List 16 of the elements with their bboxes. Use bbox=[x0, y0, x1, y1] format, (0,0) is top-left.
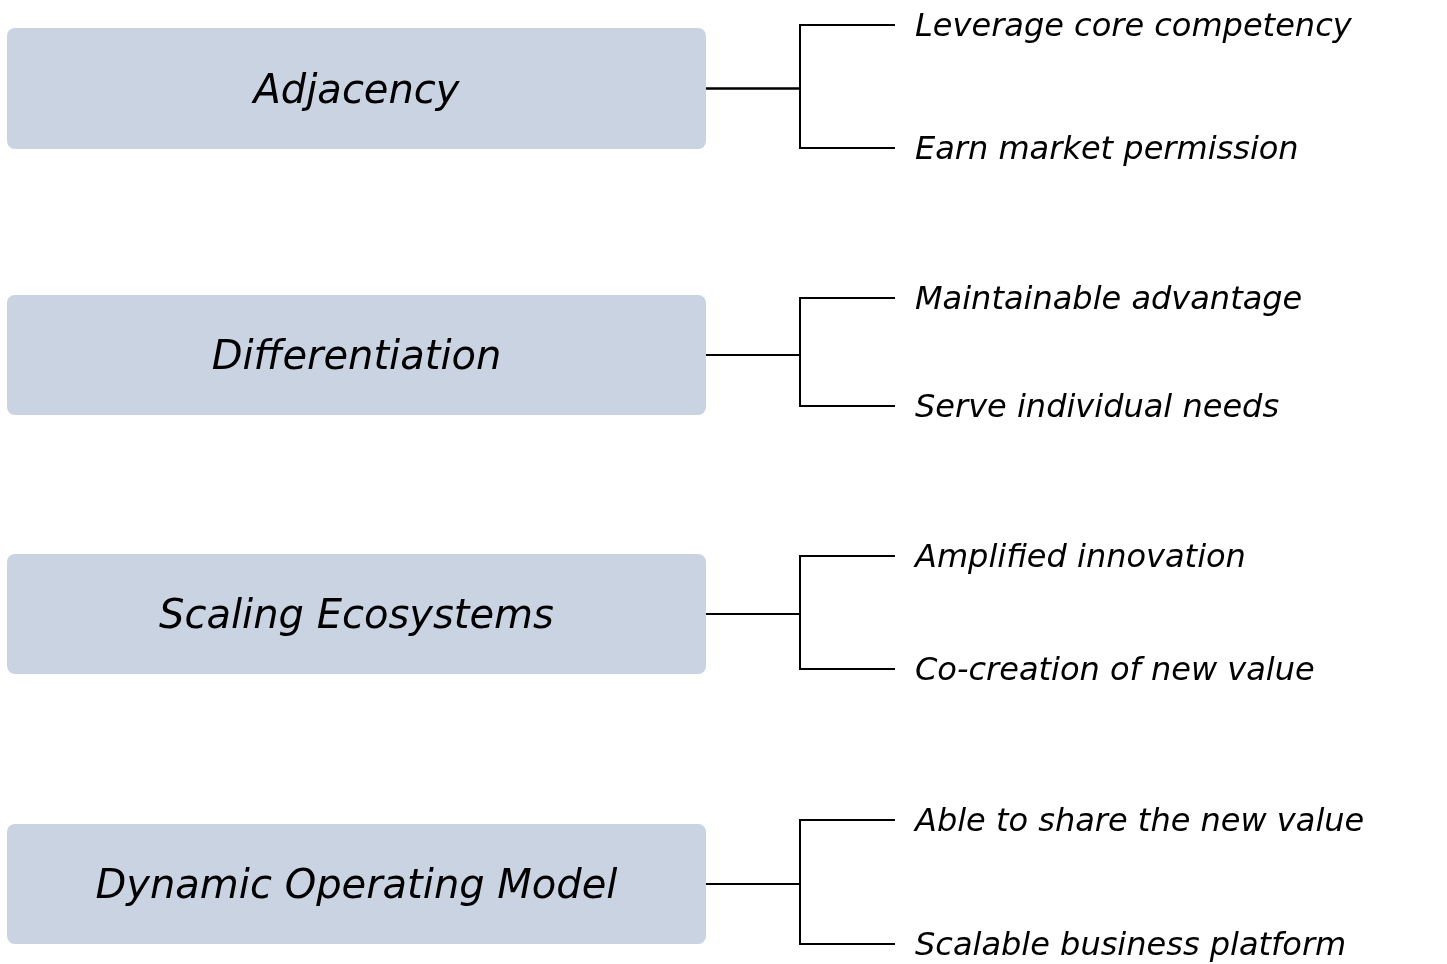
item-text: Scalable business platform bbox=[895, 924, 1447, 964]
item-text: Co-creation of new value bbox=[895, 649, 1447, 689]
connector-line bbox=[705, 87, 896, 149]
category-box: Differentiation bbox=[7, 295, 706, 415]
connector-line bbox=[705, 883, 896, 945]
item-text: Maintainable advantage bbox=[895, 278, 1447, 318]
category-box: Dynamic Operating Model bbox=[7, 824, 706, 944]
category-box: Adjacency bbox=[7, 28, 706, 149]
item-text: Amplified innovation bbox=[895, 536, 1447, 576]
item-text: Serve individual needs bbox=[895, 386, 1447, 426]
connector-line bbox=[705, 613, 896, 670]
item-text: Able to share the new value bbox=[895, 800, 1447, 840]
item-text: Earn market permission bbox=[895, 128, 1447, 168]
category-box: Scaling Ecosystems bbox=[7, 554, 706, 674]
connector-line bbox=[705, 354, 896, 407]
item-text: Leverage core competency bbox=[895, 5, 1447, 45]
